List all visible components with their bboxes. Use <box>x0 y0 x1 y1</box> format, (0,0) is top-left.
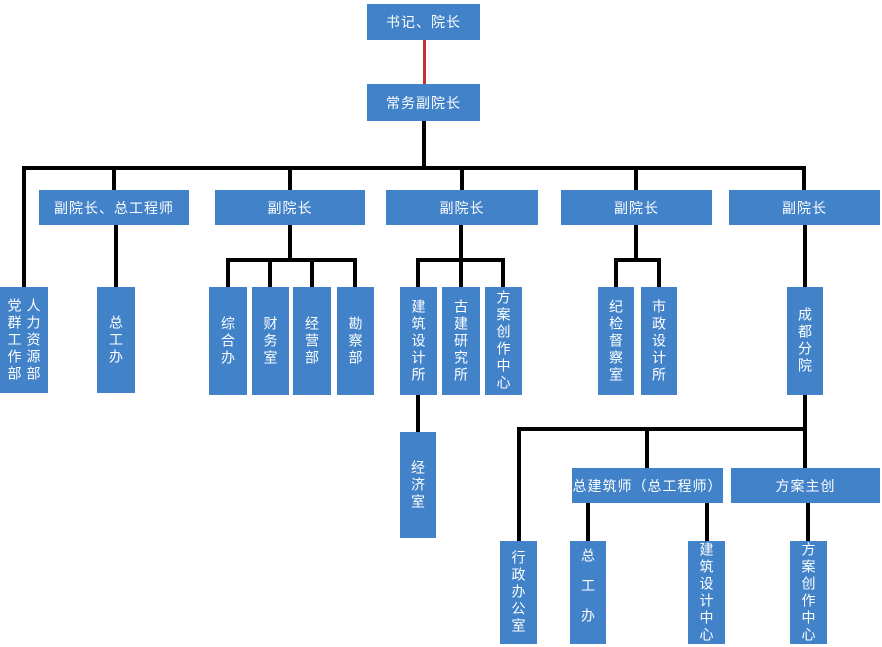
connector-vp1-chief-eng-office <box>114 225 118 287</box>
org-node-label: 综合办 <box>220 315 236 367</box>
connector-vp3-horizontal <box>416 258 505 262</box>
org-node-label: 书记、院长 <box>386 14 461 30</box>
org-node-chengdu-branch[interactable]: 成都分院 <box>787 287 823 395</box>
connector-exec-vp-down <box>422 121 426 168</box>
org-node-branch-chief-engineer-office[interactable]: 总工办 <box>570 541 606 644</box>
org-node-label: 方案创作中心 <box>495 290 512 392</box>
connector-drop-general-office <box>226 258 230 287</box>
connector-drop-vp5 <box>802 166 806 190</box>
org-node-architecture-design-center[interactable]: 建筑设计中心 <box>688 541 725 644</box>
org-node-label: 副院长 <box>782 199 827 216</box>
org-node-label: 总工办 <box>580 547 596 638</box>
connector-drop-vp2 <box>288 166 292 190</box>
org-node-label: 行政办公室 <box>510 550 527 635</box>
connector-drop-scheme-creation-center <box>501 258 505 287</box>
org-node-label: 副院长 <box>614 199 659 216</box>
org-node-ancient-architecture-institute[interactable]: 古建研究所 <box>442 287 480 395</box>
org-node-economy-office[interactable]: 经济室 <box>400 432 436 538</box>
connector-drop-branch-scheme-center <box>806 503 810 541</box>
connector-drop-operations-dept <box>310 258 314 287</box>
org-node-municipal-design-institute[interactable]: 市政设计所 <box>641 287 677 395</box>
org-node-label: 方案创作中心 <box>800 541 817 644</box>
org-node-label: 古建研究所 <box>453 298 469 384</box>
org-node-finance-office[interactable]: 财务室 <box>252 287 289 395</box>
org-node-survey-dept[interactable]: 勘察部 <box>337 287 374 395</box>
org-node-label: 经济室 <box>410 459 426 511</box>
connector-arch-institute-economy-office <box>416 395 420 432</box>
org-node-party-mass-and-hr[interactable]: 党群工作部 人力资源部 <box>0 287 48 393</box>
org-node-chief-engineer-office[interactable]: 总工办 <box>97 287 135 393</box>
org-node-label: 市政设计所 <box>651 298 667 384</box>
connector-vp4-down <box>634 225 638 262</box>
org-node-label: 财务室 <box>262 315 279 367</box>
connector-vp4-horizontal <box>614 258 661 262</box>
org-node-label: 建筑设计中心 <box>698 541 715 644</box>
org-node-label: 总建筑师（总工程师） <box>572 477 723 494</box>
connector-drop-arch-design-institute <box>416 258 420 287</box>
connector-vp5-chengdu-branch <box>803 225 807 287</box>
connector-vp2-down <box>288 225 292 262</box>
org-node-label: 副院长、总工程师 <box>54 199 174 216</box>
org-node-scheme-creation-center[interactable]: 方案创作中心 <box>485 287 522 395</box>
connector-drop-vp4 <box>634 166 638 190</box>
org-node-label: 勘察部 <box>347 315 364 367</box>
org-node-vp4[interactable]: 副院长 <box>561 190 712 225</box>
org-node-operations-dept[interactable]: 经营部 <box>293 287 331 395</box>
connector-drop-municipal-institute <box>657 258 661 287</box>
org-node-label: 建筑设计所 <box>410 298 427 384</box>
connector-drop-discipline-office <box>614 258 618 287</box>
connector-drop-arch-design-center <box>705 503 709 541</box>
connector-chengdu-horizontal <box>517 427 807 431</box>
org-node-president[interactable]: 书记、院长 <box>367 4 480 40</box>
org-node-label: 成都分院 <box>797 307 813 375</box>
connector-drop-chief-architect <box>645 427 649 468</box>
connector-drop-left-depts <box>22 166 26 287</box>
org-node-chief-architect[interactable]: 总建筑师（总工程师） <box>572 468 723 503</box>
org-node-vp3[interactable]: 副院长 <box>386 190 538 225</box>
connector-vp3-down <box>459 225 463 287</box>
connector-drop-finance-office <box>268 258 272 287</box>
org-node-label: 副院长 <box>439 199 485 216</box>
org-node-label: 总工办 <box>108 314 124 366</box>
org-node-exec-vp[interactable]: 常务副院长 <box>367 84 480 121</box>
org-node-label-hr-dept: 人力资源部 <box>25 297 42 383</box>
org-node-vp2[interactable]: 副院长 <box>215 190 365 225</box>
org-node-label: 常务副院长 <box>386 94 461 111</box>
org-node-vp-chief-engineer[interactable]: 副院长、总工程师 <box>39 190 189 225</box>
org-node-label-party-mass-dept: 党群工作部 <box>6 297 23 383</box>
connector-drop-vp-chief-engineer <box>112 166 116 190</box>
connector-vp2-horizontal <box>226 258 357 262</box>
org-node-vp5[interactable]: 副院长 <box>729 190 880 225</box>
org-node-admin-office[interactable]: 行政办公室 <box>500 541 537 644</box>
connector-drop-vp3 <box>460 166 464 190</box>
connector-drop-survey-dept <box>353 258 357 287</box>
org-node-discipline-inspection-office[interactable]: 纪检督察室 <box>598 287 634 395</box>
org-node-branch-scheme-creation-center[interactable]: 方案创作中心 <box>790 541 827 644</box>
org-node-architecture-design-institute[interactable]: 建筑设计所 <box>400 287 437 395</box>
org-node-label: 方案主创 <box>775 477 836 494</box>
org-node-label: 经营部 <box>304 315 320 367</box>
connector-drop-admin-office <box>517 427 521 541</box>
connector-drop-scheme-lead <box>803 427 807 468</box>
connector-chengdu-down <box>803 395 807 431</box>
org-node-label: 纪检督察室 <box>608 298 624 384</box>
org-node-general-office[interactable]: 综合办 <box>209 287 247 395</box>
org-node-scheme-lead[interactable]: 方案主创 <box>731 468 880 503</box>
connector-president-exec-vp <box>423 40 426 84</box>
connector-main-horizontal <box>22 166 806 170</box>
connector-drop-branch-chief-eng-office <box>586 503 590 541</box>
org-node-label: 副院长 <box>267 199 313 216</box>
